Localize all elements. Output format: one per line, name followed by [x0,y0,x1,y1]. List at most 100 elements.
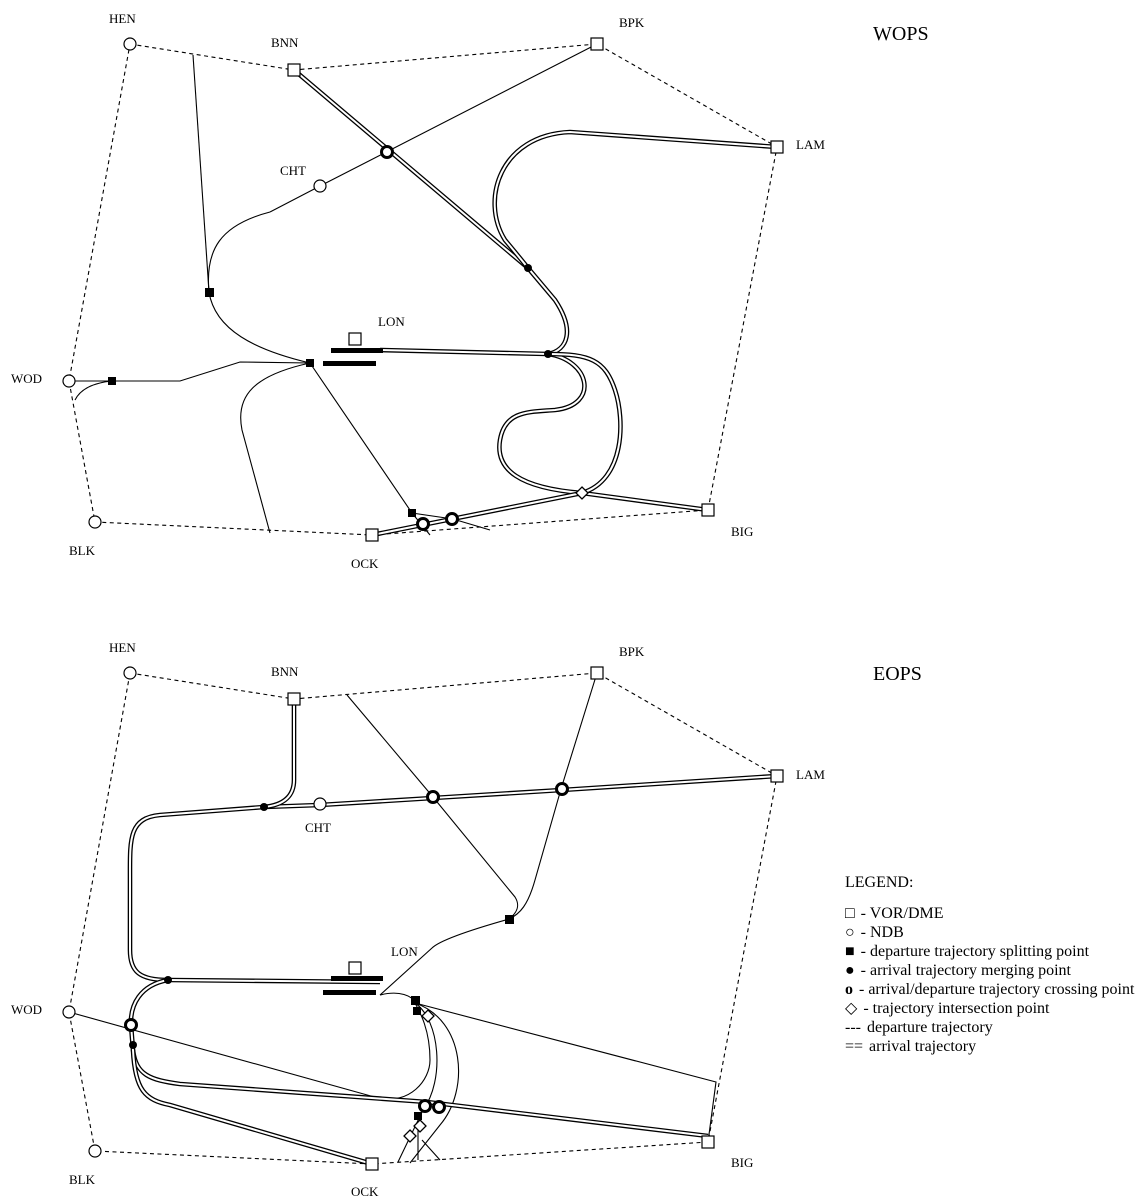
eops-diagram: HEN BNN BPK LAM CHT LON WOD BLK OCK BIG … [11,640,922,1199]
wops-arrival-trajectories [292,68,778,538]
eops-ndb-hen [123,666,137,680]
eops-runway-south [323,990,376,995]
legend-text: - arrival trajectory merging point [860,962,1071,979]
eops-crossing-point [124,1018,138,1032]
wops-label-bpk: BPK [619,15,645,30]
wops-ndb-hen [123,37,137,51]
legend-title: LEGEND: [845,874,914,891]
eops-ndb-wod [62,1005,76,1019]
wops-split-point [306,359,314,367]
eops-label-big: BIG [731,1155,753,1170]
eops-vor-bnn [287,692,301,706]
wops-split-point [205,288,214,297]
wops-ndb-blk [88,515,102,529]
wops-boundary [68,43,778,536]
wops-crossing-point [416,517,430,531]
wops-ndb-wod [62,374,76,388]
legend-text: - trajectory intersection point [863,1000,1050,1017]
legend-text: - departure trajectory splitting point [860,943,1090,960]
eops-vor-lon [348,961,362,975]
eops-label-wod: WOD [11,1002,42,1017]
eops-boundary [68,672,778,1165]
eops-intersection-point [421,1009,435,1023]
eops-ndb-cht [313,797,327,811]
eops-vor-bpk [590,666,604,680]
eops-arrival-trajectories [127,699,778,1167]
legend-symbol: ● [845,962,855,979]
eops-vor-lam [770,769,784,783]
eops-split-point [413,1007,421,1015]
legend-item-split: ■ - departure trajectory splitting point [845,942,1140,961]
wops-label-cht: CHT [280,163,306,178]
eops-label-ock: OCK [351,1184,379,1199]
wops-label-hen: HEN [109,11,136,26]
wops-label-big: BIG [731,524,753,539]
legend-item-vor-dme: □ - VOR/DME [845,904,1140,923]
eops-label-hen: HEN [109,640,136,655]
wops-vor-bnn [287,63,301,77]
legend-item-merge: ● - arrival trajectory merging point [845,961,1140,980]
legend-text: departure trajectory [866,1019,993,1036]
eops-split-point [414,1112,422,1120]
eops-intersection-point [413,1119,427,1133]
eops-label-bpk: BPK [619,644,645,659]
wops-vor-ock [365,528,379,542]
eops-label-blk: BLK [69,1172,96,1187]
wops-label-lon: LON [378,314,405,329]
eops-merge-point [260,803,268,811]
wops-title: WOPS [873,23,929,45]
eops-label-lon: LON [391,944,418,959]
eops-label-bnn: BNN [271,664,299,679]
legend-symbol: ○ [845,924,855,941]
legend-item-arrival: == arrival trajectory [845,1037,1140,1056]
eops-crossing-point [555,782,569,796]
eops-ndb-blk [88,1144,102,1158]
eops-vor-ock [365,1157,379,1171]
eops-split-point [411,996,420,1005]
legend-symbol: □ [845,905,855,922]
eops-intersection-point [403,1129,417,1143]
wops-split-point [108,377,116,385]
legend-item-departure: --- departure trajectory [845,1018,1140,1037]
wops-vor-bpk [590,37,604,51]
wops-merge-point [544,350,552,358]
eops-label-lam: LAM [796,767,825,782]
legend-symbol: ◇ [845,1000,858,1017]
wops-vor-lon [348,332,362,346]
legend-item-ndb: ○ - NDB [845,923,1140,942]
wops-label-bnn: BNN [271,35,299,50]
legend-symbol: ■ [845,943,855,960]
eops-split-point [505,915,514,924]
eops-crossing-point [426,790,440,804]
wops-runway-south [323,361,376,366]
legend: LEGEND: □ - VOR/DME ○ - NDB ■ - departur… [845,873,1140,1056]
eops-runway-north [331,976,383,981]
wops-crossing-point [445,512,459,526]
wops-departure-trajectories [73,43,598,536]
eops-label-cht: CHT [305,820,331,835]
wops-ndb-cht [313,179,327,193]
legend-text: arrival trajectory [869,1038,977,1055]
eops-crossing-point [432,1100,446,1114]
legend-symbol: o [845,981,853,998]
legend-item-crossing: o - arrival/departure trajectory crossin… [845,980,1140,999]
wops-runway-north [331,348,383,353]
wops-label-wod: WOD [11,371,42,386]
legend-symbol: == [845,1038,864,1055]
wops-vor-big [701,503,715,517]
eops-vor-big [701,1135,715,1149]
eops-crossing-point [418,1099,432,1113]
wops-diagram: HEN BNN BPK LAM CHT LON WOD BLK OCK BIG … [11,11,929,571]
legend-text: - VOR/DME [860,905,944,922]
eops-departure-trajectories [68,672,717,1164]
legend-item-intersection: ◇ - trajectory intersection point [845,999,1140,1018]
wops-label-blk: BLK [69,543,96,558]
wops-label-lam: LAM [796,137,825,152]
wops-label-ock: OCK [351,556,379,571]
wops-split-point [408,509,416,517]
legend-text: - arrival/departure trajectory crossing … [859,981,1135,998]
eops-merge-point [164,976,172,984]
legend-text: - NDB [860,924,904,941]
eops-merge-point [129,1041,137,1049]
